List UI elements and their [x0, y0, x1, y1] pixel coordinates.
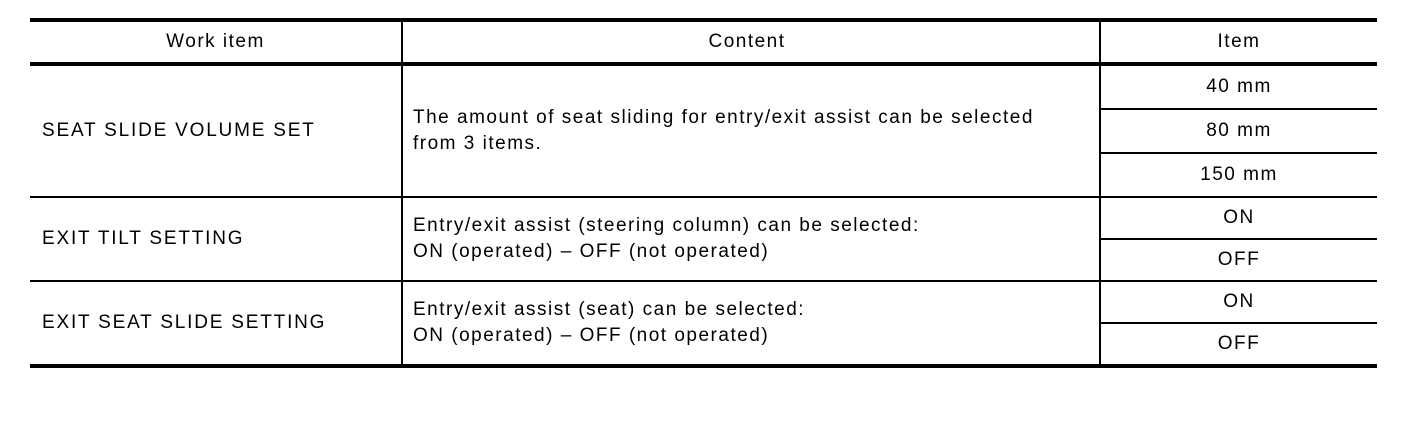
work-item-exit-tilt-setting: EXIT TILT SETTING: [30, 196, 403, 281]
content-line: ON (operated) – OFF (not operated): [413, 241, 770, 262]
column-header-item: Item: [1100, 18, 1377, 66]
item-value-seat-slide-off: OFF: [1100, 322, 1377, 366]
table-row: 150 mm: [30, 152, 1377, 197]
table-row: EXIT TILT SETTING Entry/exit assist (ste…: [30, 196, 1377, 281]
content-exit-seat-slide-setting: Entry/exit assist (seat) can be selected…: [402, 280, 1101, 366]
work-item-exit-seat-slide-setting: EXIT SEAT SLIDE SETTING: [30, 280, 403, 366]
work-item-seat-slide-volume-set: SEAT SLIDE VOLUME SET: [30, 63, 403, 197]
table-row: EXIT SEAT SLIDE SETTING Entry/exit assis…: [30, 280, 1377, 366]
content-line: ON (operated) – OFF (not operated): [413, 325, 770, 346]
table-row: OFF: [30, 238, 1377, 281]
item-value-seat-slide-on: ON: [1100, 280, 1377, 323]
content-line: Entry/exit assist (seat) can be selected…: [413, 299, 806, 320]
content-line: from 3 items.: [413, 133, 543, 154]
table-row: OFF: [30, 322, 1377, 366]
item-value-150mm: 150 mm: [1100, 152, 1377, 197]
content-line: The amount of seat sliding for entry/exi…: [413, 107, 1034, 128]
table-row: 80 mm: [30, 108, 1377, 153]
settings-table: Work item Content Item SEAT SLIDE VOLUME…: [30, 18, 1377, 368]
content-line: Entry/exit assist (steering column) can …: [413, 215, 920, 236]
content-exit-tilt-setting: Entry/exit assist (steering column) can …: [402, 196, 1101, 281]
item-value-tilt-on: ON: [1100, 196, 1377, 239]
item-value-40mm: 40 mm: [1100, 63, 1377, 109]
content-seat-slide-volume-set: The amount of seat sliding for entry/exi…: [402, 63, 1101, 197]
header-row: Work item Content Item: [30, 18, 1377, 66]
column-header-content: Content: [402, 18, 1101, 66]
column-header-work-item: Work item: [30, 18, 403, 66]
table-row: SEAT SLIDE VOLUME SET The amount of seat…: [30, 63, 1377, 197]
item-value-tilt-off: OFF: [1100, 238, 1377, 281]
item-value-80mm: 80 mm: [1100, 108, 1377, 153]
